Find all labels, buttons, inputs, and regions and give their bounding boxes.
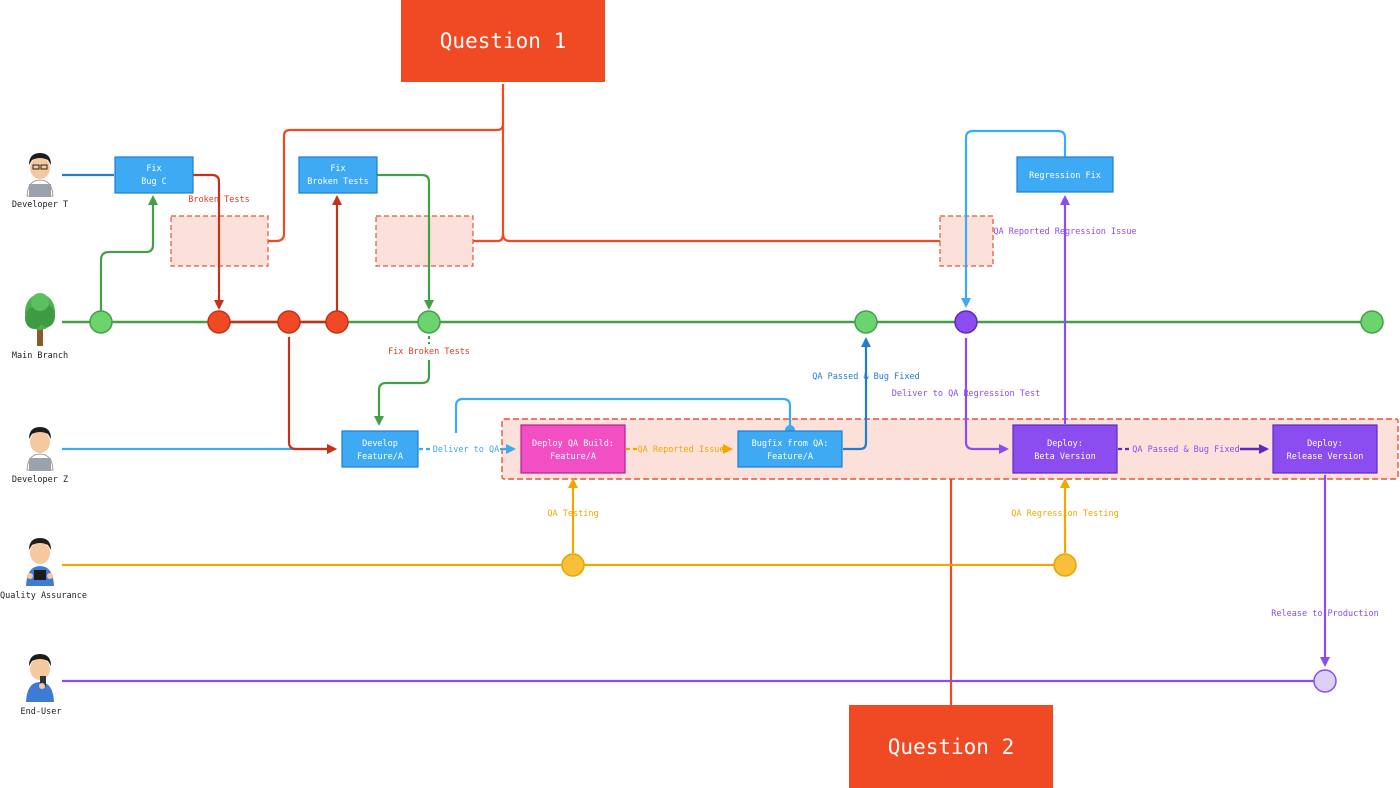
highlight-region-2 <box>375 215 474 267</box>
label-fix-broken-tests: Fix Broken Tests <box>388 347 470 357</box>
question-1-callout: Question 1 <box>401 0 605 82</box>
qa-node-2 <box>1053 553 1077 577</box>
bugfix-from-qa-line-2: Feature/A <box>767 452 813 462</box>
deploy-release-line-1: Deploy: <box>1307 439 1343 449</box>
deploy-qa-build-box: Deploy QA Build: Feature/A <box>520 424 626 474</box>
develop-feature-box: Develop Feature/A <box>341 430 419 468</box>
edge-fix-broken-tests-to-main <box>377 173 434 310</box>
end-user-node <box>1313 669 1337 693</box>
main-node-2 <box>417 310 441 334</box>
edge-main-to-develop-fix <box>374 360 431 426</box>
quality-assurance-label: Quality Assurance <box>0 591 87 601</box>
question-1-connector <box>268 84 505 243</box>
develop-feature-line-1: Develop <box>362 439 398 449</box>
tree-icon <box>25 293 55 346</box>
regression-fix-box: Regression Fix <box>1016 156 1114 193</box>
deploy-beta-box: Deploy: Beta Version <box>1012 424 1118 474</box>
edge-main-to-beta <box>964 338 1009 454</box>
qa-node-1 <box>561 553 585 577</box>
developer-z-icon <box>26 427 54 471</box>
label-qa-regression-testing: QA Regression Testing <box>1011 509 1118 519</box>
end-user-label: End-User <box>20 707 62 717</box>
quality-assurance-icon <box>26 538 54 586</box>
deploy-qa-build-line-1: Deploy QA Build: <box>532 439 614 449</box>
label-deliver-to-qa-regression: Deliver to QA Regression Test <box>892 389 1040 399</box>
main-node-red-3 <box>325 310 349 334</box>
label-qa-passed-bug-fixed-1: QA Passed & Bug Fixed <box>812 372 919 382</box>
edge-bugfix-to-main <box>843 337 871 451</box>
edge-fix-bug-c-to-main <box>193 173 224 310</box>
main-node-3 <box>854 310 878 334</box>
label-qa-passed-bug-fixed-2: QA Passed & Bug Fixed <box>1132 445 1239 455</box>
main-node-red-2 <box>277 310 301 334</box>
deploy-qa-build-line-2: Feature/A <box>550 452 596 462</box>
main-node-4 <box>1360 310 1384 334</box>
label-qa-testing: QA Testing <box>547 509 598 519</box>
developer-z-label: Developer Z <box>11 475 69 485</box>
bugfix-from-qa-line-1: Bugfix from QA: <box>752 439 829 449</box>
fix-broken-tests-box: Fix Broken Tests <box>298 156 378 194</box>
edge-develop-loop-to-bugfix <box>454 397 792 433</box>
deploy-beta-line-1: Deploy: <box>1047 439 1083 449</box>
label-release-to-production: Release to Production <box>1271 609 1378 619</box>
label-broken-tests: Broken Tests <box>188 195 249 205</box>
fix-bug-c-box: Fix Bug C <box>114 156 194 194</box>
develop-feature-line-2: Feature/A <box>357 452 403 462</box>
deploy-beta-line-2: Beta Version <box>1034 452 1095 462</box>
label-qa-reported-issue: QA Reported Issue <box>638 445 725 455</box>
deploy-release-box: Deploy: Release Version <box>1272 424 1378 474</box>
main-branch-label: Main Branch <box>11 351 69 361</box>
edge-regression-fix-to-main <box>961 129 1067 308</box>
main-node-1 <box>89 310 113 334</box>
question-1-connector-mid <box>473 233 505 243</box>
bugfix-from-qa-box: Bugfix from QA: Feature/A <box>737 430 843 468</box>
question-2-callout: Question 2 <box>849 705 1053 788</box>
developer-t-icon <box>26 153 54 197</box>
question-1-connector-main <box>501 124 940 243</box>
fix-broken-tests-line-1: Fix <box>330 164 345 174</box>
deploy-release-line-2: Release Version <box>1287 452 1364 462</box>
regression-fix-line-1: Regression Fix <box>1029 171 1101 181</box>
fix-broken-tests-line-2: Broken Tests <box>307 177 368 187</box>
label-qa-reported-regression: QA Reported Regression Issue <box>993 227 1136 237</box>
end-user-icon <box>26 654 54 702</box>
fix-bug-c-line-1: Fix <box>146 164 161 174</box>
edge-main-to-fix-bug-c <box>99 195 158 311</box>
fix-bug-c-line-2: Bug C <box>141 177 167 187</box>
developer-t-label: Developer T <box>11 200 69 210</box>
main-node-purple <box>954 310 978 334</box>
label-deliver-to-qa: Deliver to QA <box>433 445 500 455</box>
edge-red-node-to-develop <box>287 337 337 454</box>
main-node-red-1 <box>207 310 231 334</box>
